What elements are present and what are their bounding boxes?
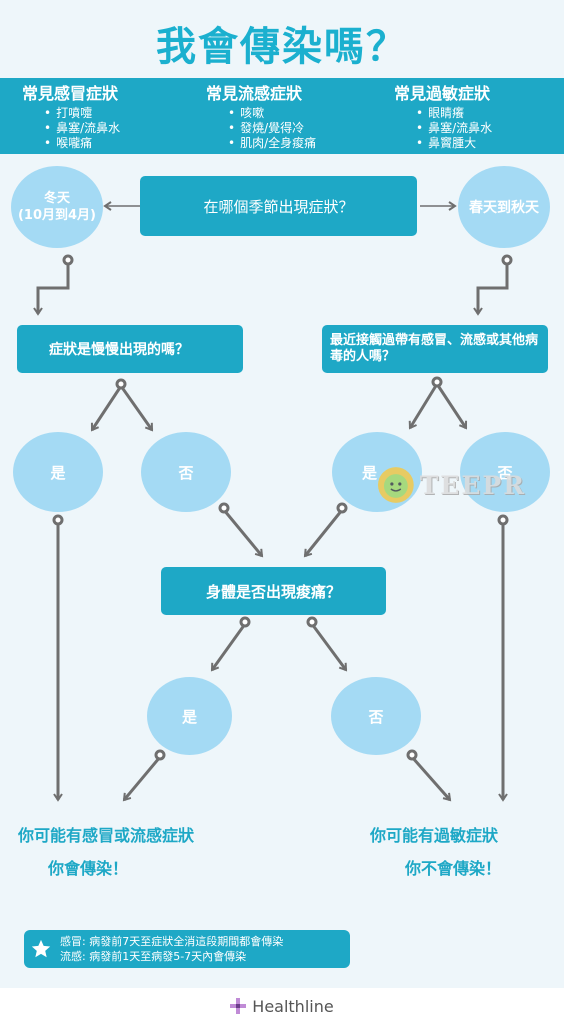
ache-question-box: 身體是否出現痠痛？ xyxy=(161,567,386,615)
winter-months: (10月到4月) xyxy=(17,208,97,223)
healthline-logo-icon xyxy=(230,998,247,1014)
flu-heading: 常見流感症狀 xyxy=(206,84,303,103)
winter-label: 冬天 xyxy=(43,191,70,206)
slow-yes-circle: 是 xyxy=(13,432,103,512)
symptom-item: 眼睛癢 xyxy=(416,106,492,121)
ache-no-circle: 否 xyxy=(331,677,421,755)
note-flu: 流感: 病發前1天至病發5-7天內會傳染 xyxy=(60,950,247,963)
star-icon xyxy=(31,939,51,958)
contagious-period-note: 感冒: 病發前7天至症狀全消這段期間都會傳染 流感: 病發前1天至病發5-7天內… xyxy=(24,930,350,968)
symptom-item: 肌肉/全身痠痛 xyxy=(228,136,316,151)
contact-question-box: 最近接觸過帶有感冒、流感或其他病毒的人嗎？ xyxy=(322,325,548,373)
footer: Healthline xyxy=(0,988,564,1024)
allergy-heading: 常見過敏症狀 xyxy=(394,84,491,103)
outcome-cold-flu-title: 你可能有感冒或流感症狀 xyxy=(18,826,195,845)
season-question-box: 在哪個季節出現症狀？ xyxy=(140,176,417,236)
arrow-ache-yes xyxy=(210,623,247,672)
outcome-allergy-title: 你可能有過敏症狀 xyxy=(370,826,499,845)
winter-circle: 冬天 (10月到4月) xyxy=(11,166,103,248)
watermark: TEEPR xyxy=(376,464,526,506)
arrow-ache-no xyxy=(310,623,348,672)
symptom-item: 喉嚨痛 xyxy=(44,136,120,151)
outcome-not-contagious: 你不會傳染！ xyxy=(405,859,502,878)
symptom-item: 鼻塞/流鼻水 xyxy=(44,121,120,136)
slow-onset-question-box: 症狀是慢慢出現的嗎？ xyxy=(17,325,243,373)
arrow-ache-yes-outcome xyxy=(122,756,162,802)
contact-no-circle: 否 xyxy=(460,432,550,512)
footer-brand: Healthline xyxy=(252,996,334,1016)
sun-logo-icon xyxy=(377,467,414,503)
note-cold: 感冒: 病發前7天至症狀全消這段期間都會傳染 xyxy=(60,935,284,948)
symptom-item: 鼻塞/流鼻水 xyxy=(416,121,492,136)
symptom-band: 常見感冒症狀 打噴嚏 鼻塞/流鼻水 喉嚨痛 常見流感症狀 咳嗽 發燒/覺得冷 肌… xyxy=(0,78,564,154)
spring-circle: 春天到秋天 xyxy=(458,166,550,248)
arrow-slow-yes xyxy=(90,385,123,432)
slow-no-circle: 否 xyxy=(141,432,231,512)
arrow-contact-yes xyxy=(408,383,439,430)
ache-yes-circle: 是 xyxy=(147,677,232,755)
outcome-contagious: 你會傳染！ xyxy=(48,859,129,878)
cold-heading: 常見感冒症狀 xyxy=(22,84,119,103)
arrow-slow-no xyxy=(119,385,154,432)
watermark-text: TEEPR xyxy=(419,470,526,500)
symptom-item: 打噴嚏 xyxy=(44,106,120,121)
flu-symptoms: 常見流感症狀 咳嗽 發燒/覺得冷 肌肉/全身痠痛 xyxy=(206,84,316,151)
arrow-contact-yes-to-ache xyxy=(303,509,344,558)
arrow-contact-no xyxy=(435,383,468,430)
symptom-item: 發燒/覺得冷 xyxy=(228,121,316,136)
arrow-spring-down xyxy=(473,262,509,316)
symptom-item: 咳嗽 xyxy=(228,106,316,121)
cold-symptoms: 常見感冒症狀 打噴嚏 鼻塞/流鼻水 喉嚨痛 xyxy=(22,84,120,151)
allergy-symptoms: 常見過敏症狀 眼睛癢 鼻塞/流鼻水 鼻竇腫大 xyxy=(394,84,492,151)
arrow-winter-down xyxy=(33,262,70,316)
page-title: 我會傳染嗎？ xyxy=(156,24,408,70)
arrow-slow-no-to-ache xyxy=(222,509,264,558)
symptom-item: 鼻竇腫大 xyxy=(416,136,492,151)
arrow-ache-no-outcome xyxy=(410,756,452,802)
